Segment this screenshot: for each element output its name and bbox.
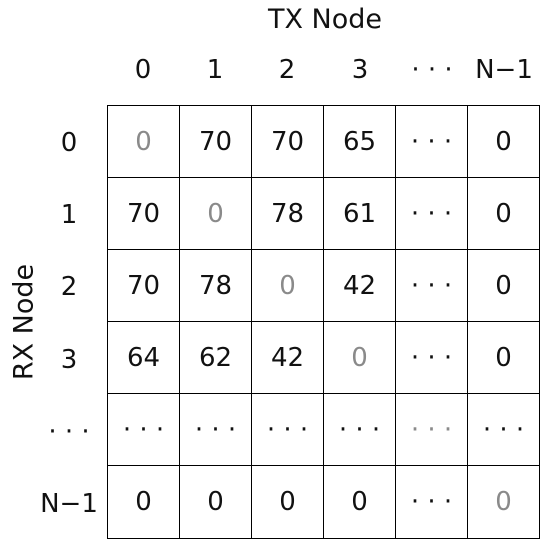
matrix-cell-r0-c1: 70 [180,106,252,178]
matrix-cell-r3-c3: 0 [324,322,396,394]
col-header-n-minus-1: N−1 [475,55,533,85]
matrix-cell-r1-c2: 78 [252,178,324,250]
matrix-cell-r2-c5: 0 [468,250,539,322]
row-header-ellipsis: · · · [48,417,90,447]
col-header-1: 1 [206,55,224,85]
matrix-cell-r5-c3: 0 [324,466,396,538]
matrix-cell-r5-c5: 0 [495,487,512,517]
matrix-cell-r4-c3: · · · [324,394,396,466]
matrix-cell-r2-c4: · · · [396,250,468,322]
matrix-cell-r0-c4: · · · [396,106,468,178]
matrix-cell-r1-c3: 61 [324,178,396,250]
matrix-cell-r4-c2: · · · [252,394,324,466]
matrix-cell-r3-c4: · · · [396,322,468,394]
matrix-cell-r4-c1: · · · [180,394,252,466]
matrix-cell-r0-c0: 0 [108,106,180,178]
matrix-cell-r2-c1: 78 [180,250,252,322]
matrix-cell-r1-c0: 70 [108,178,180,250]
row-header-0: 0 [60,128,78,158]
matrix-cell-r3-c1: 62 [180,322,252,394]
row-header-2: 2 [60,272,78,302]
matrix-cell-r0-c3: 65 [324,106,396,178]
row-header-n-minus-1: N−1 [40,489,98,519]
matrix-cell-r1-c5: 0 [468,178,539,250]
col-header-ellipsis: · · · [411,55,453,85]
matrix-cell-r5-c2: 0 [252,466,324,538]
tx-node-title: TX Node [267,4,383,35]
matrix-cell-r0-c2: 70 [252,106,324,178]
matrix-cell-r5-c1: 0 [180,466,252,538]
matrix-cell-r5-c0: 0 [108,466,180,538]
matrix-cell-r4-c5: · · · [468,394,539,466]
row-header-1: 1 [60,200,78,230]
row-header-3: 3 [60,345,78,375]
matrix-cell-r0-c5: 0 [468,106,539,178]
matrix-cell-r1-c4: · · · [396,178,468,250]
matrix-cell-r2-c2: 0 [252,250,324,322]
matrix-cell-r4-c0: · · · [108,394,180,466]
matrix-cell-r3-c5: 0 [468,322,539,394]
col-header-3: 3 [351,55,369,85]
matrix-cell-r3-c2: 42 [252,322,324,394]
matrix-cell-r1-c1: 0 [180,178,252,250]
matrix-cell-r2-c3: 42 [324,250,396,322]
matrix-cell-r5-c4: · · · [396,466,468,538]
matrix-cell-r4-c4: · · · [396,394,468,466]
matrix-cell-r2-c0: 70 [108,250,180,322]
col-header-0: 0 [134,55,152,85]
col-header-2: 2 [278,55,296,85]
matrix-cell-r3-c0: 64 [108,322,180,394]
